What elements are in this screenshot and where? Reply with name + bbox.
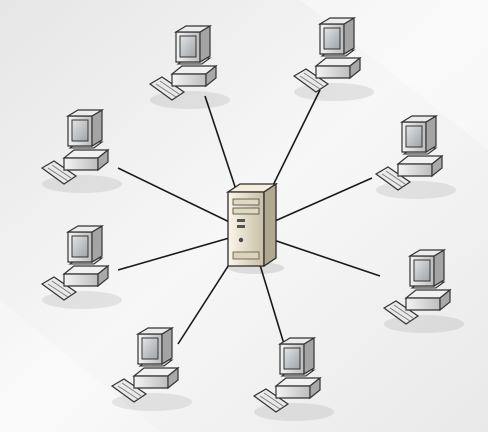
server-tower-icon	[225, 182, 284, 274]
